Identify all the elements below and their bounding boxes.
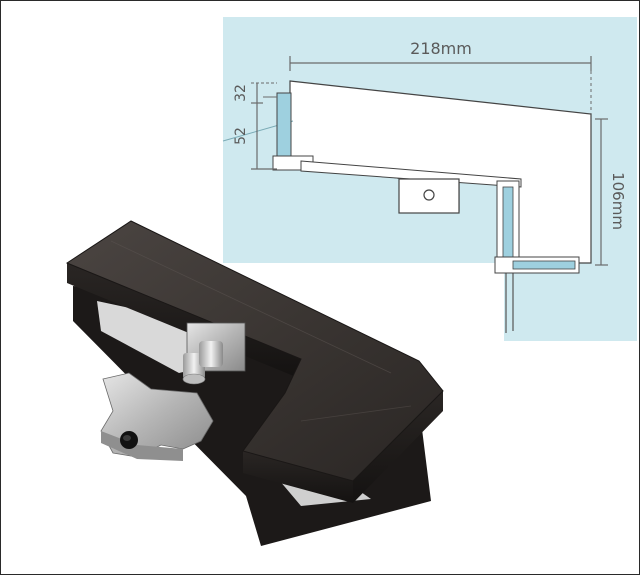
- pivot-collar: [199, 341, 223, 367]
- top-plate-side-front: [243, 451, 353, 503]
- brushed-highlight: [110, 240, 392, 374]
- top-plate-side-right: [353, 391, 443, 503]
- pivot-hole: [423, 189, 435, 201]
- right-clamp-base-glass: [512, 260, 576, 270]
- side-offset-label: 52: [233, 127, 249, 145]
- top-offset-label: 32: [233, 84, 249, 102]
- technical-drawing: 218mm 106mm 32 52: [222, 17, 637, 341]
- fitting-photo: [65, 220, 444, 546]
- pivot-pin-tip: [182, 373, 206, 385]
- height-label: 106mm: [609, 172, 627, 230]
- top-clamp-plate: [65, 220, 444, 482]
- width-label: 218mm: [410, 39, 472, 58]
- right-clamp-glass: [502, 186, 514, 262]
- keeper-rubber-highlight: [123, 435, 131, 441]
- bottom-rail: [300, 160, 522, 188]
- keeper-bracket-edge: [101, 431, 183, 461]
- pivot-block: [398, 178, 460, 214]
- brushed-highlight-2: [300, 405, 412, 422]
